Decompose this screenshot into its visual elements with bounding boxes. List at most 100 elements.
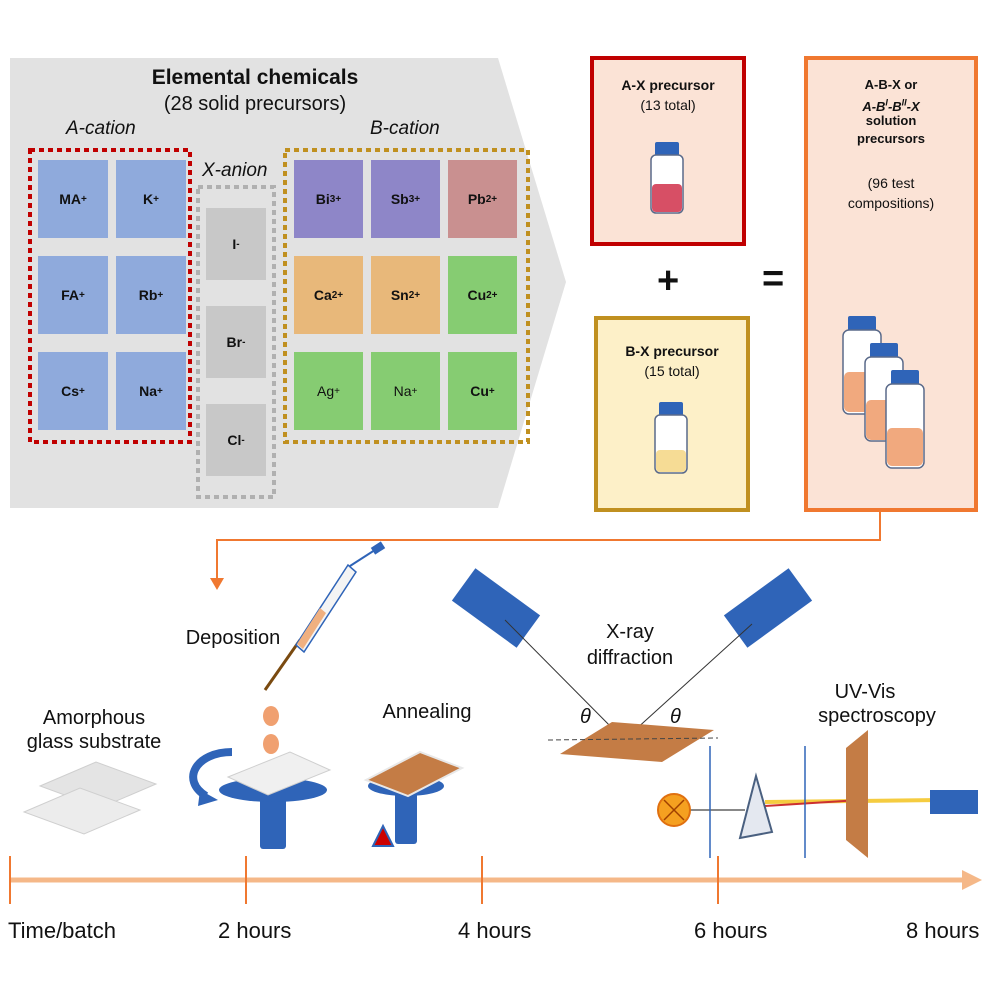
- theta-left-text: θ: [580, 706, 591, 728]
- b-cation-cell-charge: 3+: [408, 193, 421, 205]
- a-cation-cell-charge: +: [157, 289, 164, 301]
- annealing-label: Annealing: [382, 701, 472, 723]
- x-anion-cell-symbol: Br: [226, 334, 243, 350]
- bx-vial-icon: [654, 402, 688, 474]
- b-cation-cell-charge: +: [334, 385, 340, 397]
- elemental-title: Elemental chemicals: [151, 66, 359, 89]
- abx-line1: A-B-X or: [864, 77, 918, 92]
- abx-line6: compositions): [847, 195, 935, 211]
- x-anion-label: X-anion: [202, 160, 268, 182]
- ax-precursor-title: A-X precursor: [596, 76, 740, 94]
- x-anion-cell-charge: -: [236, 238, 240, 250]
- uv-vis-setup-icon: [657, 730, 978, 858]
- a-cation-cell: Cs+: [38, 352, 108, 430]
- a-cation-cell: FA+: [38, 256, 108, 334]
- detector-icon: [930, 790, 978, 814]
- droplet-icon: [263, 706, 279, 726]
- abx-line2-sup2: II: [901, 98, 907, 108]
- heat-triangle-icon: [371, 823, 395, 847]
- a-cation-cell: Rb+: [116, 256, 186, 334]
- x-anion-cell: Br-: [206, 306, 266, 378]
- abx-line5: (96 test: [867, 175, 915, 191]
- b-cation-cell-charge: 3+: [329, 193, 342, 205]
- a-cation-cell-charge: +: [80, 193, 87, 205]
- a-cation-cell-symbol: MA: [59, 191, 81, 207]
- prism-icon: [738, 772, 774, 840]
- b-cation-cell-charge: 2+: [486, 289, 498, 301]
- sample-film-icon: [846, 730, 868, 858]
- uv-vis-label-1: UV-Vis: [834, 681, 896, 703]
- elemental-subtitle: (28 solid precursors): [163, 93, 347, 115]
- time-label-2h: 2 hours: [218, 918, 292, 943]
- b-cation-cell-charge: 2+: [331, 289, 344, 301]
- connector-arrowhead: [210, 578, 224, 590]
- abx-line2-end: -X: [906, 99, 920, 115]
- x-anion-cell: I-: [206, 208, 266, 280]
- theta-left: θ: [580, 706, 591, 729]
- xrd-label-2: diffraction: [586, 647, 674, 669]
- a-cation-cell: Na+: [116, 352, 186, 430]
- abx-line4: precursors: [857, 131, 925, 146]
- x-anion-frame: [196, 185, 276, 499]
- b-cation-cell-symbol: Ag: [317, 383, 335, 399]
- x-anion-cell-symbol: Cl: [227, 432, 242, 448]
- b-cation-cell-symbol: Sb: [390, 191, 409, 207]
- substrate-label-1: Amorphous: [42, 707, 146, 729]
- bx-precursor-title-text: B-X precursor: [625, 343, 719, 359]
- ax-precursor-count: (13 total): [640, 97, 696, 113]
- a-cation-cell-charge: +: [157, 385, 163, 397]
- a-cation-cell-symbol: FA: [61, 287, 80, 303]
- a-cation-label-text: A-cation: [66, 118, 136, 139]
- abx-line2-mid: -B: [887, 99, 902, 115]
- b-cation-label-text: B-cation: [370, 118, 440, 139]
- timeline-arrowhead: [962, 870, 982, 890]
- b-cation-cell-symbol: Sn: [390, 287, 409, 303]
- a-cation-label: A-cation: [66, 118, 136, 140]
- b-cation-cell-symbol: Pb: [467, 191, 486, 207]
- b-cation-cell-charge: +: [411, 385, 418, 397]
- time-label-6h: 6 hours: [694, 918, 768, 943]
- b-cation-cell: Na+: [371, 352, 440, 430]
- b-cation-cell-symbol: Cu: [467, 287, 487, 303]
- spin-coater-icon: [189, 748, 332, 849]
- time-label-4h: 4 hours: [458, 918, 532, 943]
- syringe-icon: [263, 541, 386, 691]
- b-cation-cell-symbol: Na: [393, 383, 412, 399]
- ax-vial-icon: [650, 142, 684, 214]
- a-cation-cell-symbol: Cs: [61, 383, 80, 399]
- b-cation-cell: Cu+: [448, 352, 517, 430]
- a-cation-cell-symbol: K: [143, 191, 154, 207]
- b-cation-cell-symbol: Bi: [315, 191, 330, 207]
- bx-precursor-title: B-X precursor: [600, 342, 744, 360]
- time-label-8h: 8 hours: [906, 918, 980, 943]
- substrate-label-2: glass substrate: [26, 731, 162, 753]
- b-cation-cell-charge: 2+: [408, 289, 421, 301]
- xrd-label-1: X-ray: [606, 621, 654, 643]
- abx-line2: A-BI-BII-X: [810, 94, 972, 116]
- theta-right-text: θ: [670, 706, 681, 728]
- a-cation-cell: K+: [116, 160, 186, 238]
- a-cation-cell-symbol: Na: [139, 383, 158, 399]
- uv-vis-label-2: spectroscopy: [818, 705, 936, 727]
- b-cation-cell-charge: 2+: [485, 193, 498, 205]
- x-anion-cell-charge: -: [242, 336, 246, 348]
- droplet-icon: [263, 734, 279, 754]
- connector-arrow: [216, 510, 881, 580]
- a-cation-cell: MA+: [38, 160, 108, 238]
- b-cation-cell-symbol: Cu: [470, 383, 489, 399]
- time-label-batch: Time/batch: [8, 918, 117, 943]
- b-cation-cell-symbol: Ca: [313, 287, 332, 303]
- abx-vials-icon: [842, 316, 925, 469]
- glass-substrate-icon: [22, 761, 158, 835]
- theta-right: θ: [670, 706, 681, 729]
- x-anion-label-text: X-anion: [202, 160, 268, 181]
- a-cation-cell-symbol: Rb: [138, 287, 158, 303]
- abx-line2-sup1: I: [885, 98, 888, 108]
- b-cation-frame: [283, 148, 530, 444]
- timeline-ticks: [9, 856, 719, 904]
